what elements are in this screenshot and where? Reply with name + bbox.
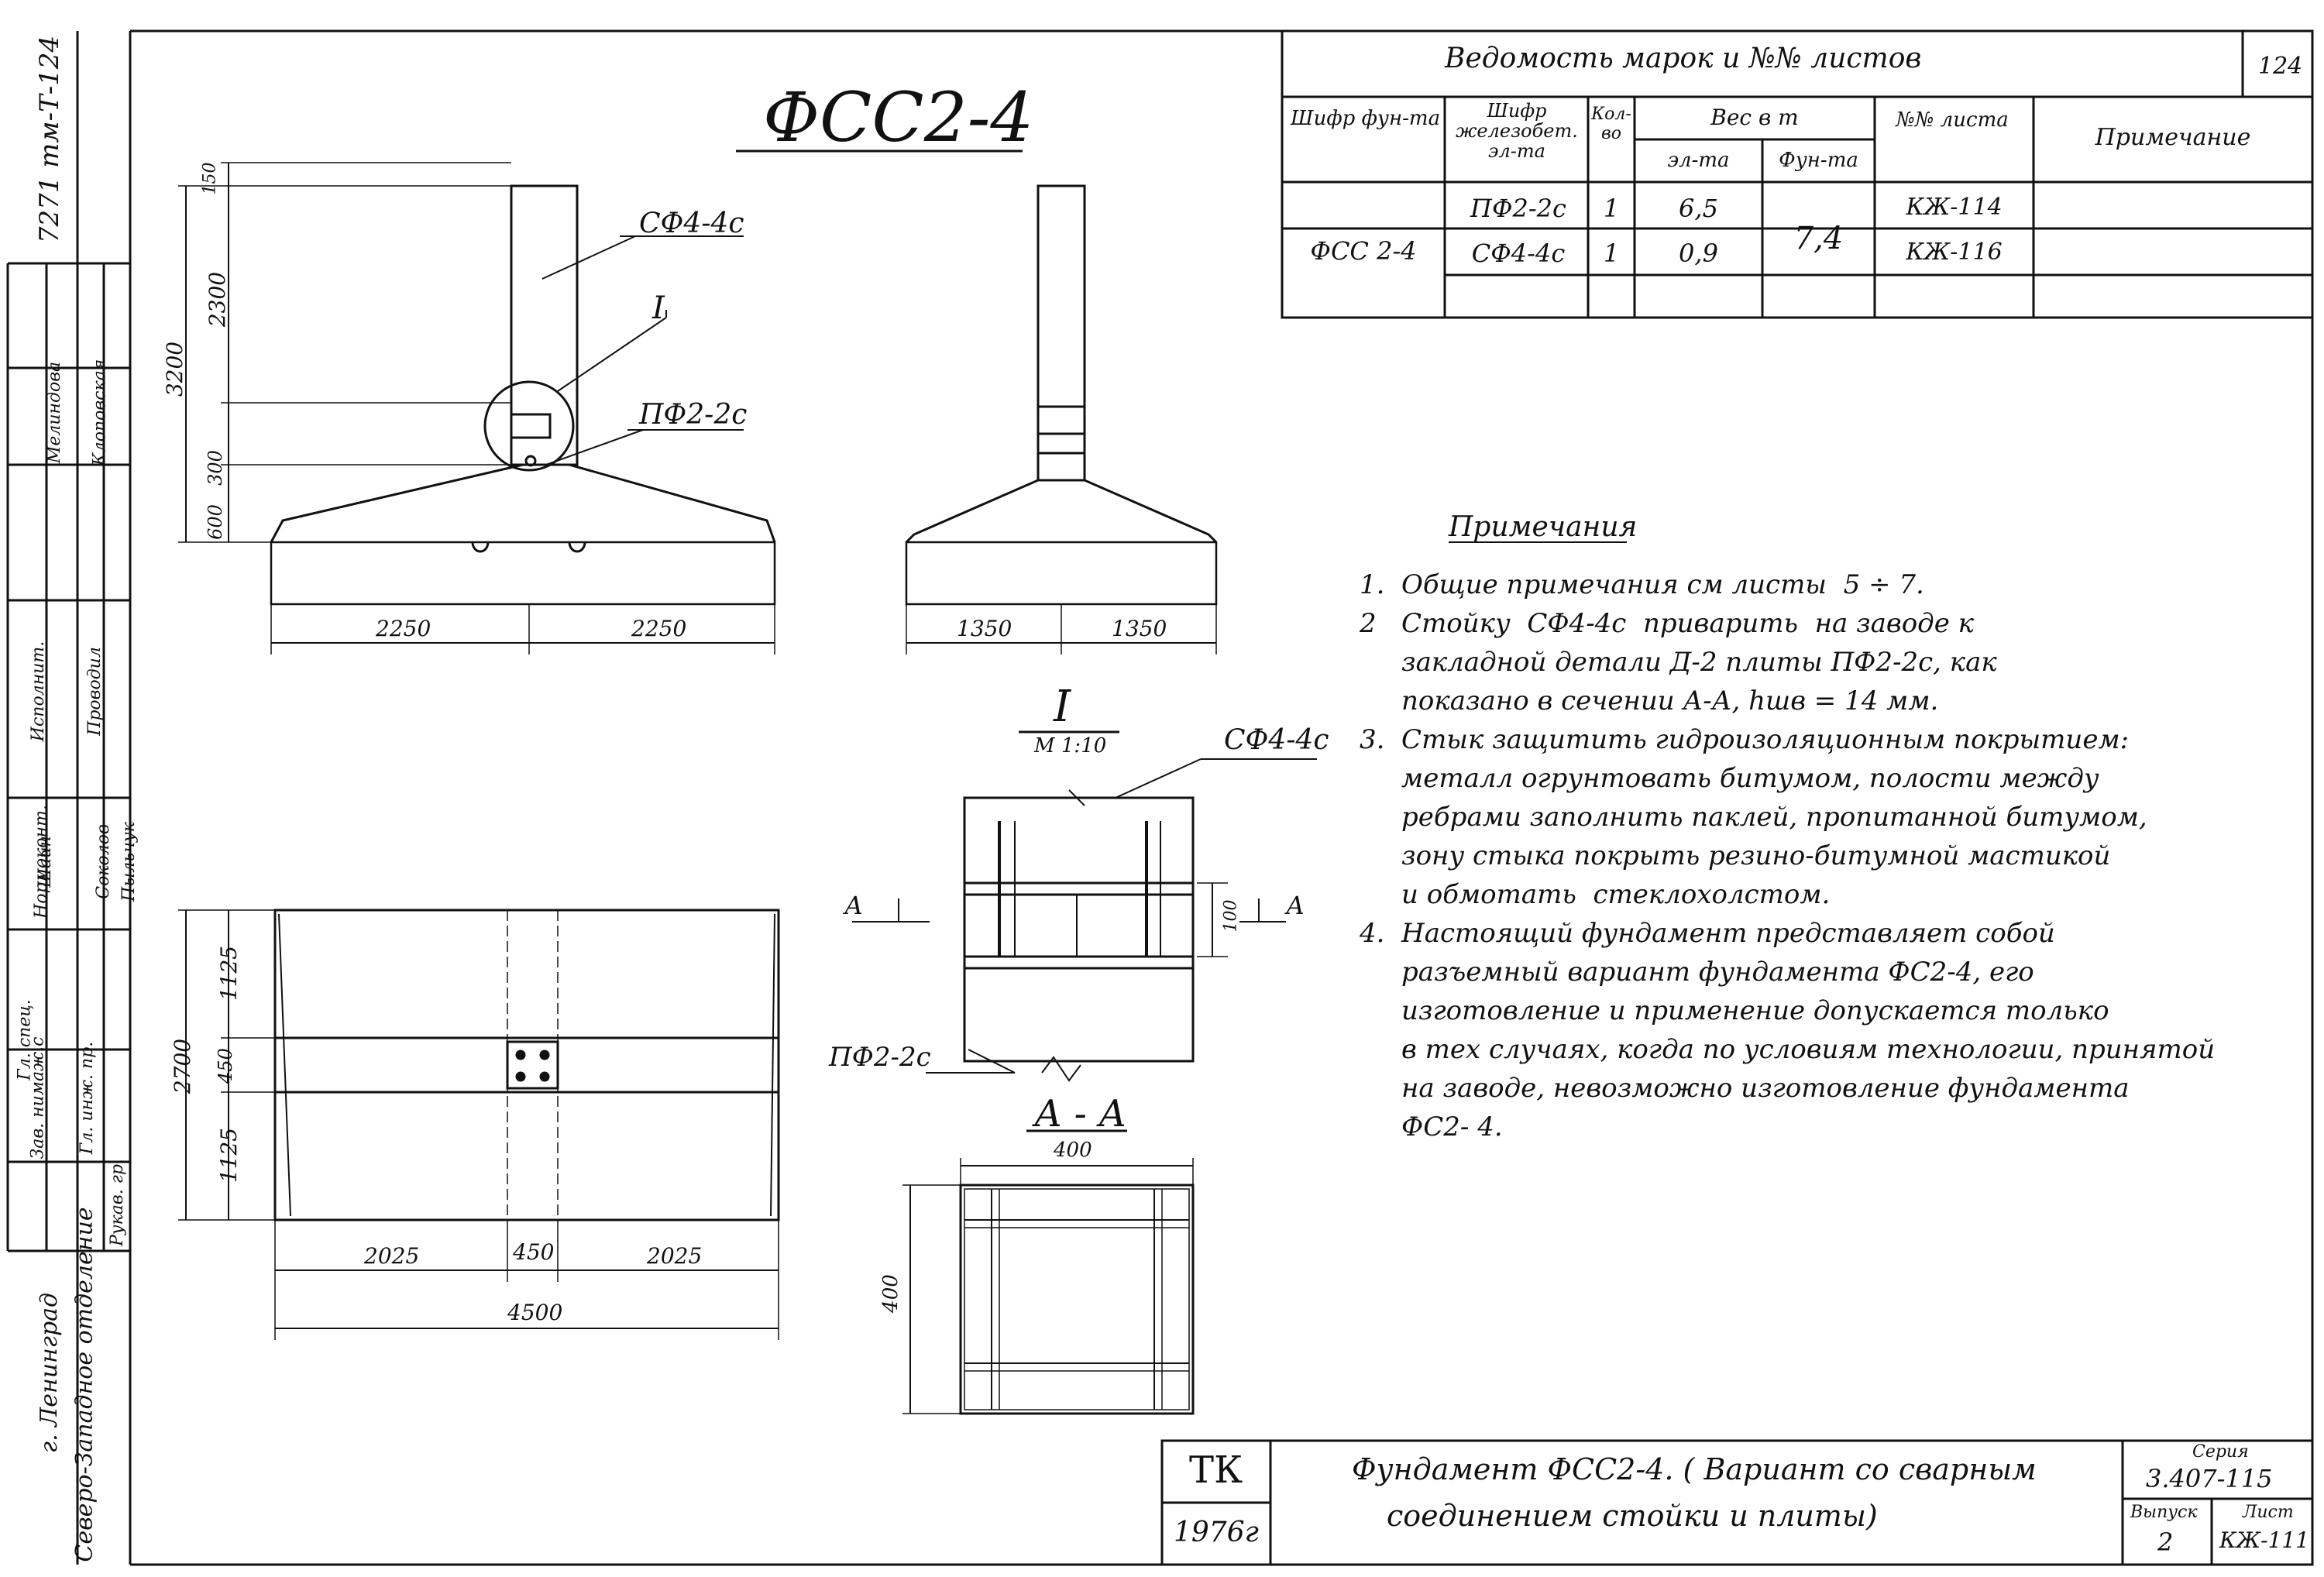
hdr-qty: Кол-во [1591,105,1631,143]
role-2: Гл. спец. [15,999,35,1081]
org-city: г. Ленинград [36,1292,64,1454]
label-sf-detail: СФ4-4с [1224,724,1329,756]
role-5: Исполнит. [29,641,49,742]
tb-series: 3.407-115 [2146,1464,2273,1493]
dim-2300: 2300 [205,271,231,328]
name-6: Пыльчук [119,822,139,902]
dim-3200: 3200 [162,341,188,397]
row1-w: 6,5 [1679,194,1718,223]
dim-det-100: 100 [1221,899,1241,933]
row1-elem: ПФ2-2с [1470,194,1566,223]
tb-tk: ТК [1189,1448,1243,1492]
tb-year: 1976г [1174,1517,1259,1548]
note-line-3: закладной детали Д-2 плиты ПФ2-2с, как [1360,647,1997,678]
tb-issue-label: Выпуск [2130,1503,2198,1522]
note-line-1: 1. Общие примечания см листы 5 ÷ 7. [1360,569,1924,600]
dim-side-right: 1350 [1112,616,1167,641]
dim-plan-1125a: 1125 [216,945,242,1002]
notes-list: 1. Общие примечания см листы 5 ÷ 7. 2 Ст… [1360,565,2289,1146]
label-pf-front: ПФ2-2с [639,399,748,431]
tb-series-label: Серия [2192,1442,2249,1462]
dim-plan-450h: 450 [513,1239,555,1265]
note-line-2: 2 Стойку СФ4-4с приварить на заводе к [1360,608,1974,639]
label-pf-detail: ПФ2-2с [829,1042,931,1073]
dim-aa-400h: 400 [1054,1139,1092,1162]
dim-plan-1125b: 1125 [216,1127,242,1184]
dim-aa-400v: 400 [878,1274,902,1313]
dim-150: 150 [200,162,220,195]
label-sf-front: СФ4-4с [639,208,744,239]
schedule-title: Ведомость марок и №№ листов [1445,43,1922,74]
dim-plan-4500: 4500 [507,1300,563,1325]
hdr-found: Шифр фун-та [1290,107,1441,130]
note-line-10: 4. Настоящий фундамент представляет собо… [1360,918,2055,949]
total-weight: 7,4 [1793,221,1844,256]
dim-plan-2025b: 2025 [647,1243,703,1269]
label-sec-a-left: А [844,891,864,920]
note-line-8: зону стыка покрыть резино-битумной масти… [1360,840,2111,871]
tb-title-1: Фундамент ФСС2-4. ( Вариант со сварным [1352,1452,2037,1486]
note-line-15: ФС2- 4. [1360,1111,1503,1142]
note-line-4: показано в сечении А-А, hшв = 14 мм. [1360,685,1939,716]
note-line-7: ребрами заполнить паклей, пропитанной би… [1360,802,2147,833]
org-subtitle: Северо-Западное отделение [70,1207,98,1562]
dim-side-left: 1350 [957,616,1012,641]
dim-plan-450v: 450 [214,1048,236,1084]
row2-elem: СФ4-4с [1471,239,1566,268]
dim-300: 300 [204,450,226,486]
notes-title: Примечания [1449,511,1638,543]
note-line-5: 3. Стык защитить гидроизоляционным покры… [1360,724,2130,755]
hdr-weight: Вес в т [1710,105,1799,130]
label-section-title: А - А [1034,1092,1127,1136]
tb-title-2: соединением стойки и плиты) [1387,1499,1878,1533]
name-1: Мелиндова [45,361,65,464]
dim-600: 600 [204,504,226,540]
tb-issue: 2 [2157,1527,2174,1557]
label-detail-title: I [1054,682,1071,732]
role-4: Рукав. гр. [107,1159,127,1246]
name-3: Шаин [35,836,55,888]
row2-sheet: КЖ-116 [1906,239,2003,266]
hdr-weight-el: эл-та [1667,149,1730,172]
sheet-number: 124 [2258,53,2303,80]
tb-sheet-label: Лист [2243,1503,2294,1522]
stamp-left-code: 7271 тм-Т-124 [34,35,66,244]
dim-plan-2025a: 2025 [364,1243,420,1269]
org-name: ЭНЕРГОСЕТЬПРОЕКТ [0,1136,9,1577]
note-line-9: и обмотать стеклохолстом. [1360,879,1831,910]
row1-qty: 1 [1603,194,1620,223]
row2-w: 0,9 [1679,239,1718,268]
hdr-elem: Шифр железобет. эл-та [1456,100,1578,162]
row2-qty: 1 [1603,239,1620,268]
dim-plan-2700: 2700 [170,1038,196,1094]
row1-sheet: КЖ-114 [1906,194,2003,221]
dim-front-right: 2250 [631,616,687,641]
label-detail-mark: I [652,290,665,326]
found-code: ФСС 2-4 [1310,236,1417,266]
label-detail-scale: М 1:10 [1034,734,1107,758]
dim-front-left: 2250 [376,616,431,641]
name-5: Соколов [93,824,113,899]
drawing-title: ФСС2-4 [763,77,1034,157]
name-4: Проводил [84,647,105,736]
note-line-13: в тех случаях, когда по условиям техноло… [1360,1034,2216,1065]
note-line-11: разъемный вариант фундамента ФС2-4, его [1360,957,2034,988]
note-line-6: металл огрунтовать битумом, полости межд… [1360,763,2099,794]
note-line-14: на заводе, невозможно изготовление фунда… [1360,1073,2130,1104]
hdr-sheet: №№ листа [1896,108,2009,132]
label-sec-a-right: А [1286,891,1305,920]
role-3: Гл. инж. пр. [77,1041,98,1155]
note-line-12: изготовление и применение допускается то… [1360,995,2109,1026]
hdr-note: Примечание [2095,124,2251,151]
tb-sheet: КЖ-111 [2219,1527,2310,1553]
name-2: Клоповская [90,359,110,466]
hdr-weight-f: Фун-та [1779,149,1858,172]
